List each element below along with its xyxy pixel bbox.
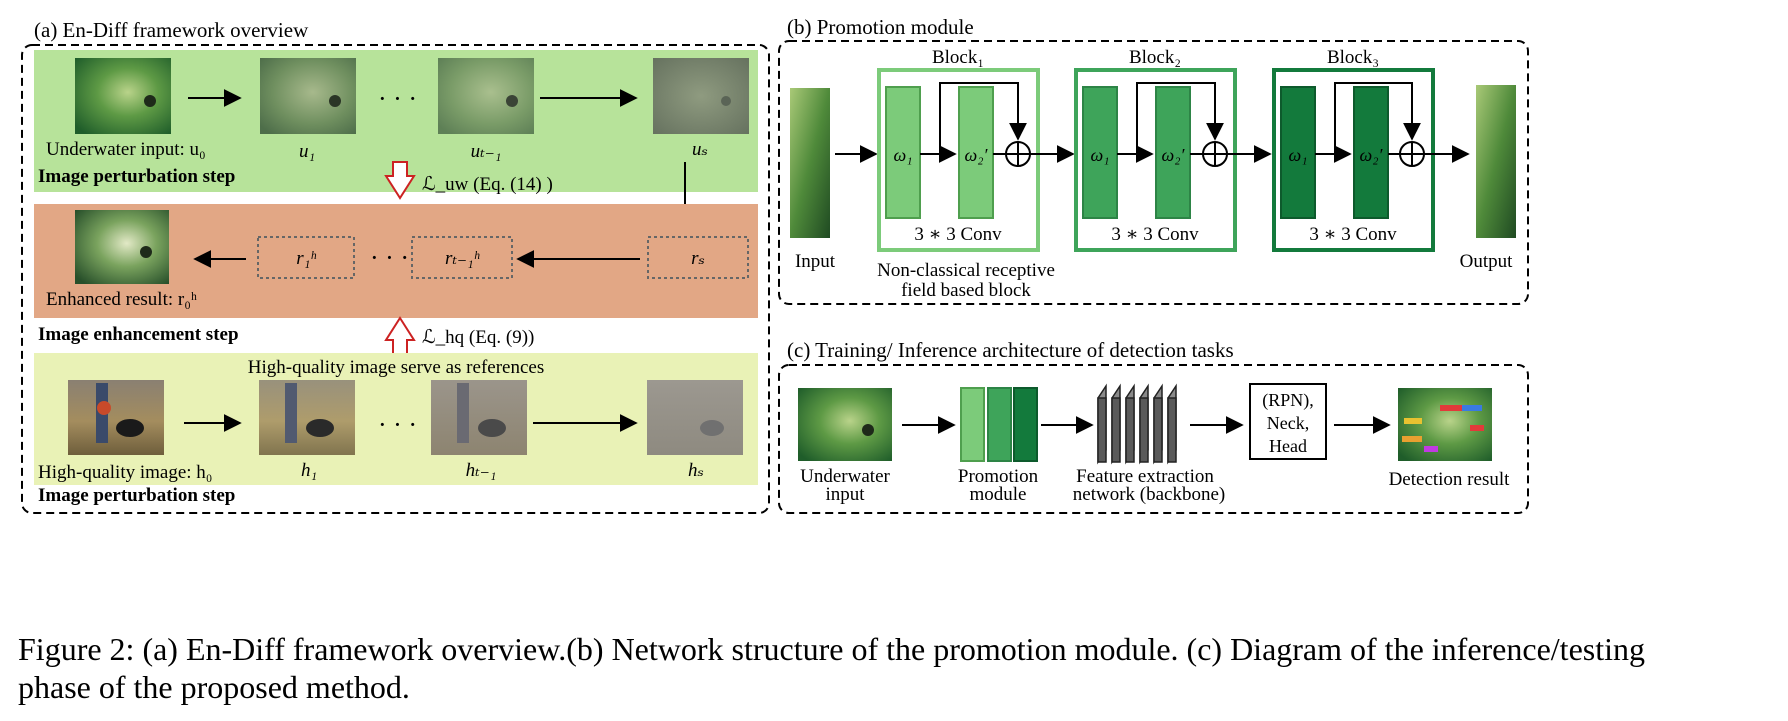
ellipsis-enh: · · · <box>370 243 409 272</box>
loss-hq-arrow-icon <box>384 316 416 355</box>
block-1-w2-layer <box>958 86 994 219</box>
ut-1-label: uₜ₋₁ <box>471 141 502 162</box>
block-caption-line-2: field based block <box>901 280 1031 301</box>
backbone-layers-icon <box>1097 383 1177 465</box>
loss-hq-label: ℒ_hq (Eq. (9)) <box>422 327 534 348</box>
h1-label: h₁ <box>301 460 317 481</box>
hq-ht-1-image <box>431 380 527 455</box>
figure-canvas: (a) En-Diff framework overview · · · Und… <box>21 15 1529 514</box>
enhanced-result-image <box>75 210 169 284</box>
block-3-title: Block₃ <box>1327 47 1379 68</box>
block-1-w1-label: ω₁ <box>894 145 913 165</box>
head-box <box>1249 383 1327 460</box>
block-3-w2-label: ω₂′ <box>1360 145 1384 165</box>
block-3-w1-layer <box>1280 86 1316 219</box>
block-1-frame <box>877 68 1040 252</box>
block-3-w2-layer <box>1353 86 1389 219</box>
underwater-u1-image <box>260 58 356 134</box>
head-box-line-2: Neck, <box>1267 413 1309 433</box>
panel-c-frame <box>778 364 1529 514</box>
enhanced-result-label: Enhanced result: r₀ʰ <box>46 289 197 310</box>
block-3-frame <box>1272 68 1435 252</box>
r1-label: r₁ʰ <box>296 248 316 269</box>
figure-caption: Figure 2: (a) En-Diff framework overview… <box>18 630 1768 706</box>
block-1-w1-layer <box>885 86 921 219</box>
hq-row-header: High-quality image serve as references <box>248 357 544 378</box>
promotion-input-image <box>790 88 830 238</box>
panel-a-title: (a) En-Diff framework overview <box>34 18 309 42</box>
loss-uw-arrow-icon <box>384 161 416 200</box>
rt-1-box <box>411 236 513 279</box>
block-2-w1-layer <box>1082 86 1118 219</box>
underwater-input-label: Underwater input: u₀ <box>46 139 206 160</box>
block-caption-line-1: Non-classical receptive <box>877 260 1055 281</box>
underwater-us-image <box>653 58 749 134</box>
promotion-module-label-1: Promotion <box>958 466 1039 487</box>
ht-1-label: hₜ₋₁ <box>466 460 497 481</box>
hs-label: hₛ <box>688 460 704 481</box>
block-2-w1-label: ω₁ <box>1091 145 1110 165</box>
ellipsis-uw: · · · <box>378 84 417 113</box>
underwater-input-image <box>75 58 171 134</box>
ellipsis-hq: · · · <box>378 410 417 439</box>
block-2-sum-icon <box>1202 141 1228 167</box>
detection-result-label: Detection result <box>1389 469 1511 490</box>
block-1-title: Block₁ <box>932 47 984 68</box>
block-1-skip-connection <box>939 82 1027 154</box>
block-2-conv-label: 3 ∗ 3 Conv <box>1111 224 1199 245</box>
promotion-output-image <box>1476 85 1516 238</box>
caption-line-2: phase of the proposed method. <box>18 669 410 705</box>
rs-box <box>647 236 749 279</box>
us-label: uₛ <box>692 139 708 160</box>
block-3: Block₃ ω₁ ω₂′ 3 ∗ 3 Conv <box>1272 47 1435 252</box>
promotion-output-label: Output <box>1460 251 1514 272</box>
rt-1-label: rₜ₋₁ʰ <box>445 248 480 269</box>
backbone-label-1: Feature extraction <box>1076 466 1214 487</box>
uw-perturbation-step-label: Image perturbation step <box>38 166 235 187</box>
promotion-input-label: Input <box>795 251 836 272</box>
panel-a-frame <box>21 44 770 514</box>
u1-label: u₁ <box>299 141 315 162</box>
backbone-label-2: network (backbone) <box>1073 484 1225 505</box>
hq-h1-image <box>259 380 355 455</box>
block-2-w2-label: ω₂′ <box>1162 145 1186 165</box>
block-3-skip-connection <box>1334 82 1421 154</box>
block-2-skip-connection <box>1136 82 1224 154</box>
hq-input-image <box>68 380 164 455</box>
block-2-title: Block₂ <box>1129 47 1181 68</box>
block-1-conv-label: 3 ∗ 3 Conv <box>914 224 1002 245</box>
hq-hs-image <box>647 380 743 455</box>
head-box-line-1: (RPN), <box>1262 390 1314 411</box>
caption-line-1: Figure 2: (a) En-Diff framework overview… <box>18 631 1645 667</box>
hq-input-label: High-quality image: h₀ <box>38 462 212 483</box>
block-2-frame <box>1074 68 1237 252</box>
detection-result-image <box>1398 388 1492 461</box>
panel-b-frame <box>778 40 1529 305</box>
panel-c-title: (c) Training/ Inference architecture of … <box>787 338 1234 362</box>
r1-box <box>257 236 355 279</box>
block-1: Block₁ ω₁ ω₂′ 3 ∗ 3 Conv <box>877 47 1040 252</box>
loss-uw-label: ℒ_uw (Eq. (14) ) <box>422 174 553 195</box>
block-2: Block₂ ω₁ ω₂′ 3 ∗ 3 Conv <box>1074 47 1237 252</box>
panel-b-title: (b) Promotion module <box>787 15 974 39</box>
head-box-line-3: Head <box>1269 436 1307 456</box>
block-1-w2-label: ω₂′ <box>965 145 989 165</box>
promotion-module-icon <box>960 387 1038 462</box>
block-3-conv-label: 3 ∗ 3 Conv <box>1309 224 1397 245</box>
block-3-sum-icon <box>1399 141 1425 167</box>
hq-perturbation-step-label: Image perturbation step <box>38 485 235 506</box>
block-1-sum-icon <box>1005 141 1031 167</box>
detection-input-image <box>798 388 892 461</box>
enhancement-step-label: Image enhancement step <box>38 324 239 345</box>
rs-label: rₛ <box>691 248 705 269</box>
block-2-w2-layer <box>1155 86 1191 219</box>
detection-input-label-2: input <box>825 484 865 505</box>
promotion-module-label-2: module <box>970 484 1027 505</box>
underwater-ut-1-image <box>438 58 534 134</box>
block-3-w1-label: ω₁ <box>1289 145 1308 165</box>
detection-input-label-1: Underwater <box>800 466 890 487</box>
